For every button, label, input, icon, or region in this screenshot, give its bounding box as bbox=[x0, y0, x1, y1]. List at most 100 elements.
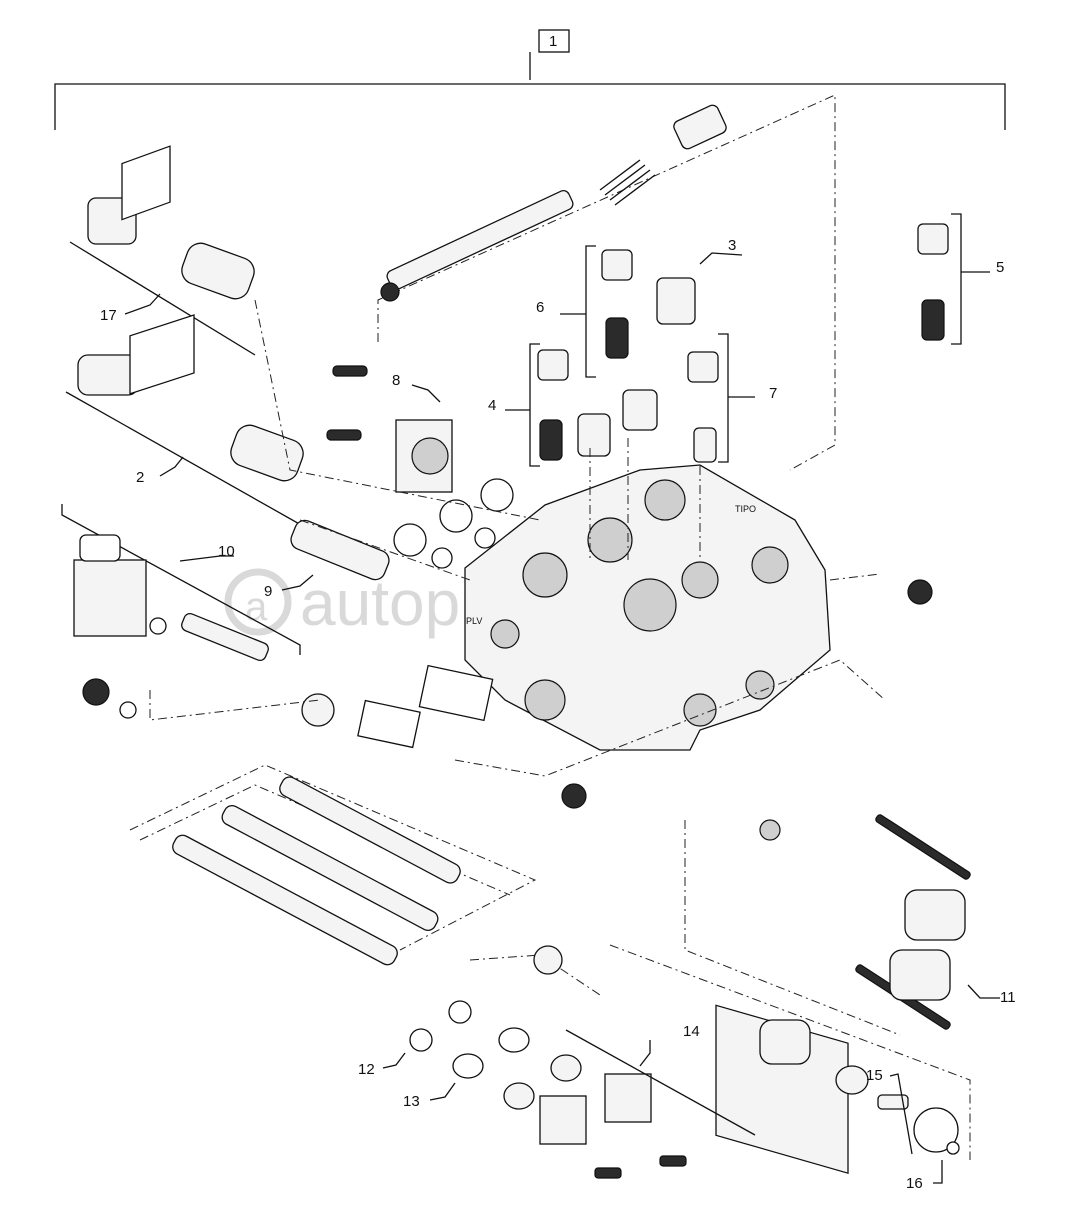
valve-6-body bbox=[605, 317, 629, 359]
callout-1-box bbox=[538, 29, 570, 53]
callout-2: 2 bbox=[136, 469, 144, 486]
body-port-marking: PLV bbox=[466, 616, 482, 626]
small-plug bbox=[877, 1094, 909, 1110]
body-port-2 bbox=[587, 517, 633, 563]
actuator-2-flange bbox=[129, 314, 195, 395]
valve-5-cap bbox=[917, 223, 949, 255]
body-side-port-3 bbox=[745, 670, 775, 700]
section-port bbox=[759, 819, 781, 841]
body-port-3 bbox=[623, 578, 677, 632]
coil-a bbox=[904, 889, 966, 941]
main-spools bbox=[129, 764, 537, 966]
item-8-block: 8 bbox=[326, 365, 514, 569]
callout-8: 8 bbox=[392, 372, 400, 389]
seal-12a bbox=[550, 1054, 582, 1082]
callout-10: 10 bbox=[218, 543, 235, 560]
name-plate bbox=[418, 664, 494, 722]
body-side-port-2 bbox=[683, 693, 717, 727]
gasket-plate bbox=[357, 699, 421, 749]
cap-bottom bbox=[533, 945, 563, 975]
end-cap bbox=[673, 104, 727, 150]
valve-7-body bbox=[693, 427, 717, 463]
body-side-port bbox=[490, 619, 520, 649]
item-11-section: 11 bbox=[684, 814, 1016, 1174]
washer-14 bbox=[452, 1053, 484, 1079]
connection-lines bbox=[149, 299, 886, 777]
callout-17: 17 bbox=[100, 307, 117, 324]
callout-14: 13 bbox=[403, 1093, 420, 1110]
ring-13b bbox=[448, 1000, 472, 1024]
item-9-cartridge: 9 bbox=[264, 519, 390, 600]
relief-valves: 3 6 5 4 7 bbox=[488, 213, 1004, 467]
solenoid-oring bbox=[149, 617, 167, 635]
item-2-actuator: 2 bbox=[65, 314, 311, 531]
callout-13: 12 bbox=[358, 1061, 375, 1078]
seal-d bbox=[474, 527, 496, 549]
pilot-spool-assembly bbox=[377, 94, 836, 471]
callout-6: 6 bbox=[536, 299, 544, 316]
cover-12a bbox=[539, 1095, 587, 1145]
item-17-actuator: 17 bbox=[69, 145, 256, 356]
spring-cartridge bbox=[759, 1019, 811, 1065]
spool-3 bbox=[172, 834, 398, 966]
callout-11: 11 bbox=[1000, 989, 1016, 1006]
pilot-spring bbox=[599, 159, 656, 206]
solenoid-nut bbox=[82, 678, 110, 706]
washer-14b bbox=[498, 1027, 530, 1053]
callout-16: 16 bbox=[906, 1175, 923, 1192]
block-8-bolt-1 bbox=[332, 365, 368, 377]
cartridge-9 bbox=[290, 519, 390, 581]
callout-15: 15 bbox=[866, 1067, 883, 1084]
body-port-1 bbox=[522, 552, 568, 598]
tie-rod-1 bbox=[875, 814, 971, 880]
actuator-flange bbox=[121, 145, 171, 221]
body-marking: TIPO bbox=[735, 504, 756, 514]
assembly-bracket: 1 bbox=[54, 29, 1006, 130]
solenoid-ring bbox=[119, 701, 137, 719]
body-port-6 bbox=[644, 479, 686, 521]
oring-15 bbox=[913, 1107, 959, 1153]
callout-3: 3 bbox=[728, 237, 736, 254]
seal-e bbox=[431, 547, 453, 569]
oring-16 bbox=[946, 1141, 960, 1155]
block-8-bolt-2 bbox=[326, 429, 362, 441]
cover-12b bbox=[604, 1073, 652, 1123]
actuator-2-cap bbox=[77, 354, 139, 396]
actuator-2-spring bbox=[230, 424, 304, 482]
plug-bottom bbox=[561, 783, 587, 809]
seal-c bbox=[393, 523, 427, 557]
valve-4-cap bbox=[537, 349, 569, 381]
seal-12b bbox=[503, 1082, 535, 1110]
valve-3 bbox=[656, 277, 696, 325]
ring-13 bbox=[409, 1028, 433, 1052]
solenoid-coil bbox=[73, 559, 147, 637]
callout-7: 7 bbox=[769, 385, 777, 402]
body-port-4 bbox=[681, 561, 719, 599]
valve-5-body bbox=[921, 299, 945, 341]
valve-extra-1 bbox=[577, 413, 611, 457]
spool-2 bbox=[221, 805, 439, 931]
body-front-port bbox=[524, 679, 566, 721]
solenoid-connector bbox=[79, 534, 121, 562]
coil-b bbox=[889, 949, 951, 1001]
callout-1: 1 bbox=[549, 33, 557, 50]
spool-1 bbox=[279, 776, 461, 884]
seal-a bbox=[439, 499, 473, 533]
callout-4: 4 bbox=[488, 397, 496, 414]
valve-extra-2 bbox=[622, 389, 658, 431]
plug-right bbox=[907, 579, 933, 605]
seal-b bbox=[480, 478, 514, 512]
solenoid-stem bbox=[181, 612, 269, 662]
bottom-parts: 12 13 14 15 16 bbox=[358, 944, 971, 1192]
body-port-5 bbox=[751, 546, 789, 584]
item-10-solenoid: 10 bbox=[61, 504, 301, 719]
callout-9: 9 bbox=[264, 583, 272, 600]
spool-end bbox=[380, 282, 400, 302]
callout-12: 14 bbox=[683, 1023, 700, 1040]
actuator-spring bbox=[181, 242, 255, 300]
cover-bolt-1 bbox=[594, 1167, 622, 1179]
valve-7-cap bbox=[687, 351, 719, 383]
block-8-port bbox=[411, 437, 449, 475]
cover-bolt-2 bbox=[659, 1155, 687, 1167]
